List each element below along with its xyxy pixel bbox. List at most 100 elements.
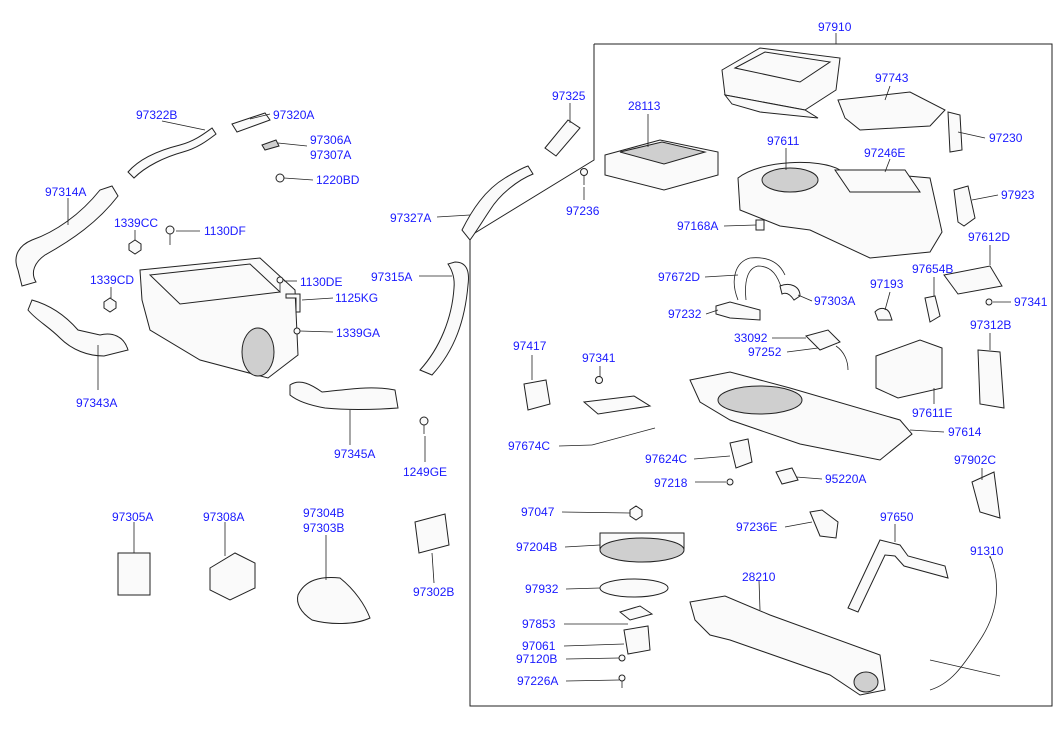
pad-97305a[interactable] — [117, 552, 151, 596]
pipe-97672d[interactable] — [733, 257, 786, 301]
label-97047[interactable]: 97047 — [521, 505, 555, 519]
label-97236e[interactable]: 97236E — [736, 520, 777, 534]
nut-1339ga[interactable] — [293, 327, 301, 335]
label-97325[interactable]: 97325 — [552, 89, 586, 103]
filter-28113[interactable] — [604, 139, 719, 191]
bracket-97236e[interactable] — [809, 509, 839, 539]
blower-fan-97204b[interactable] — [599, 532, 685, 563]
hose-97327a[interactable] — [461, 165, 534, 241]
label-1130de[interactable]: 1130DE — [300, 275, 342, 289]
box-97417[interactable] — [523, 379, 551, 411]
label-97343a[interactable]: 97343A — [76, 396, 117, 410]
label-28210[interactable]: 28210 — [742, 570, 776, 584]
screw-97236[interactable] — [580, 168, 588, 186]
clamp-97320a[interactable] — [231, 112, 271, 133]
label-97923[interactable]: 97923 — [1001, 188, 1035, 202]
hose-97315a[interactable] — [419, 261, 469, 376]
label-1220bd[interactable]: 1220BD — [316, 173, 360, 187]
label-97168a[interactable]: 97168A — [677, 219, 718, 233]
label-97322b[interactable]: 97322B — [136, 108, 177, 122]
label-97304b[interactable]: 97304B — [303, 506, 344, 520]
motor-97061[interactable] — [623, 625, 651, 655]
label-97232[interactable]: 97232 — [668, 307, 702, 321]
label-97315a[interactable]: 97315A — [371, 270, 412, 284]
label-97204b[interactable]: 97204B — [516, 540, 557, 554]
label-97226a[interactable]: 97226A — [517, 674, 558, 688]
screw-97226a[interactable] — [618, 674, 626, 688]
label-97246e[interactable]: 97246E — [864, 146, 905, 160]
label-97624c[interactable]: 97624C — [645, 452, 687, 466]
label-91310[interactable]: 91310 — [970, 544, 1004, 558]
hose-97314a[interactable] — [15, 185, 119, 287]
bolt-1130de[interactable] — [276, 276, 284, 292]
cable-tie-97674c[interactable] — [591, 427, 656, 446]
screw-97341-mid[interactable] — [595, 376, 603, 384]
pad-97302b[interactable] — [414, 513, 450, 554]
label-97650[interactable]: 97650 — [880, 510, 914, 524]
bracket-97312b[interactable] — [977, 349, 1005, 409]
duct-28210[interactable] — [689, 595, 886, 696]
label-97230[interactable]: 97230 — [989, 131, 1023, 145]
bolt-1249ge[interactable] — [419, 416, 429, 434]
label-97307a[interactable]: 97307A — [310, 148, 351, 162]
label-97612d[interactable]: 97612D — [968, 230, 1010, 244]
intake-duct[interactable] — [721, 47, 841, 119]
pipe-97303a[interactable] — [779, 283, 801, 301]
evaporator-97611e[interactable] — [875, 339, 943, 399]
label-28113[interactable]: 28113 — [628, 99, 661, 113]
screw-97341-right[interactable] — [985, 298, 993, 306]
label-97341-right[interactable]: 97341 — [1014, 295, 1048, 309]
grommet-97306a[interactable] — [261, 139, 280, 151]
label-97061[interactable]: 97061 — [522, 639, 556, 653]
label-97910[interactable]: 97910 — [818, 20, 852, 34]
bracket-97902c[interactable] — [971, 471, 1001, 519]
bracket-1125kg[interactable] — [285, 293, 301, 313]
resistor-95220a[interactable] — [775, 467, 799, 485]
rear-heater-housing[interactable] — [139, 257, 299, 379]
housing-97614[interactable] — [689, 371, 913, 461]
screw-97120b[interactable] — [618, 654, 626, 662]
label-97305a[interactable]: 97305A — [112, 510, 153, 524]
label-97932[interactable]: 97932 — [525, 582, 559, 596]
label-97654b[interactable]: 97654B — [912, 262, 953, 276]
label-1249ge[interactable]: 1249GE — [403, 465, 447, 479]
heater-unit-97611[interactable] — [737, 162, 943, 259]
label-1130df[interactable]: 1130DF — [204, 224, 246, 238]
bracket-97743[interactable] — [837, 91, 946, 131]
pad-97308a[interactable] — [209, 552, 256, 601]
bolt-1339cc[interactable] — [128, 239, 142, 255]
label-97345a[interactable]: 97345A — [334, 447, 375, 461]
label-97341-mid[interactable]: 97341 — [582, 351, 616, 365]
label-97743[interactable]: 97743 — [875, 71, 909, 85]
duct-97345a[interactable] — [289, 381, 399, 410]
label-1339ga[interactable]: 1339GA — [336, 326, 380, 340]
bracket-97923[interactable] — [953, 185, 976, 227]
label-97120b[interactable]: 97120B — [516, 652, 557, 666]
bolt-1130df[interactable] — [165, 225, 175, 245]
label-1339cd[interactable]: 1339CD — [90, 273, 134, 287]
label-97672d[interactable]: 97672D — [658, 270, 700, 284]
label-97902c[interactable]: 97902C — [954, 453, 996, 467]
label-97314a[interactable]: 97314A — [45, 185, 86, 199]
gasket-97853[interactable] — [618, 605, 654, 621]
pad-97654b[interactable] — [924, 295, 941, 323]
actuator-97624c[interactable] — [729, 438, 753, 469]
label-1339cc[interactable]: 1339CC — [114, 216, 158, 230]
label-97417[interactable]: 97417 — [513, 339, 547, 353]
label-97306a[interactable]: 97306A — [310, 133, 351, 147]
label-1125kg[interactable]: 1125KG — [335, 291, 378, 305]
label-97611[interactable]: 97611 — [767, 134, 800, 148]
label-95220a[interactable]: 95220A — [825, 472, 866, 486]
wiring-91310[interactable] — [929, 555, 1001, 691]
plate-97932[interactable] — [599, 578, 669, 598]
label-97312b[interactable]: 97312B — [970, 318, 1011, 332]
label-97302b[interactable]: 97302B — [413, 585, 454, 599]
sensor-33092[interactable] — [805, 329, 849, 371]
nut-97047[interactable] — [629, 505, 643, 521]
hose-97650[interactable] — [847, 539, 949, 613]
screw-1220bd[interactable] — [275, 173, 285, 183]
clip-97193[interactable] — [874, 307, 893, 321]
seal-97304b[interactable] — [297, 577, 371, 624]
screw-97218[interactable] — [726, 478, 734, 486]
label-97614[interactable]: 97614 — [948, 425, 982, 439]
